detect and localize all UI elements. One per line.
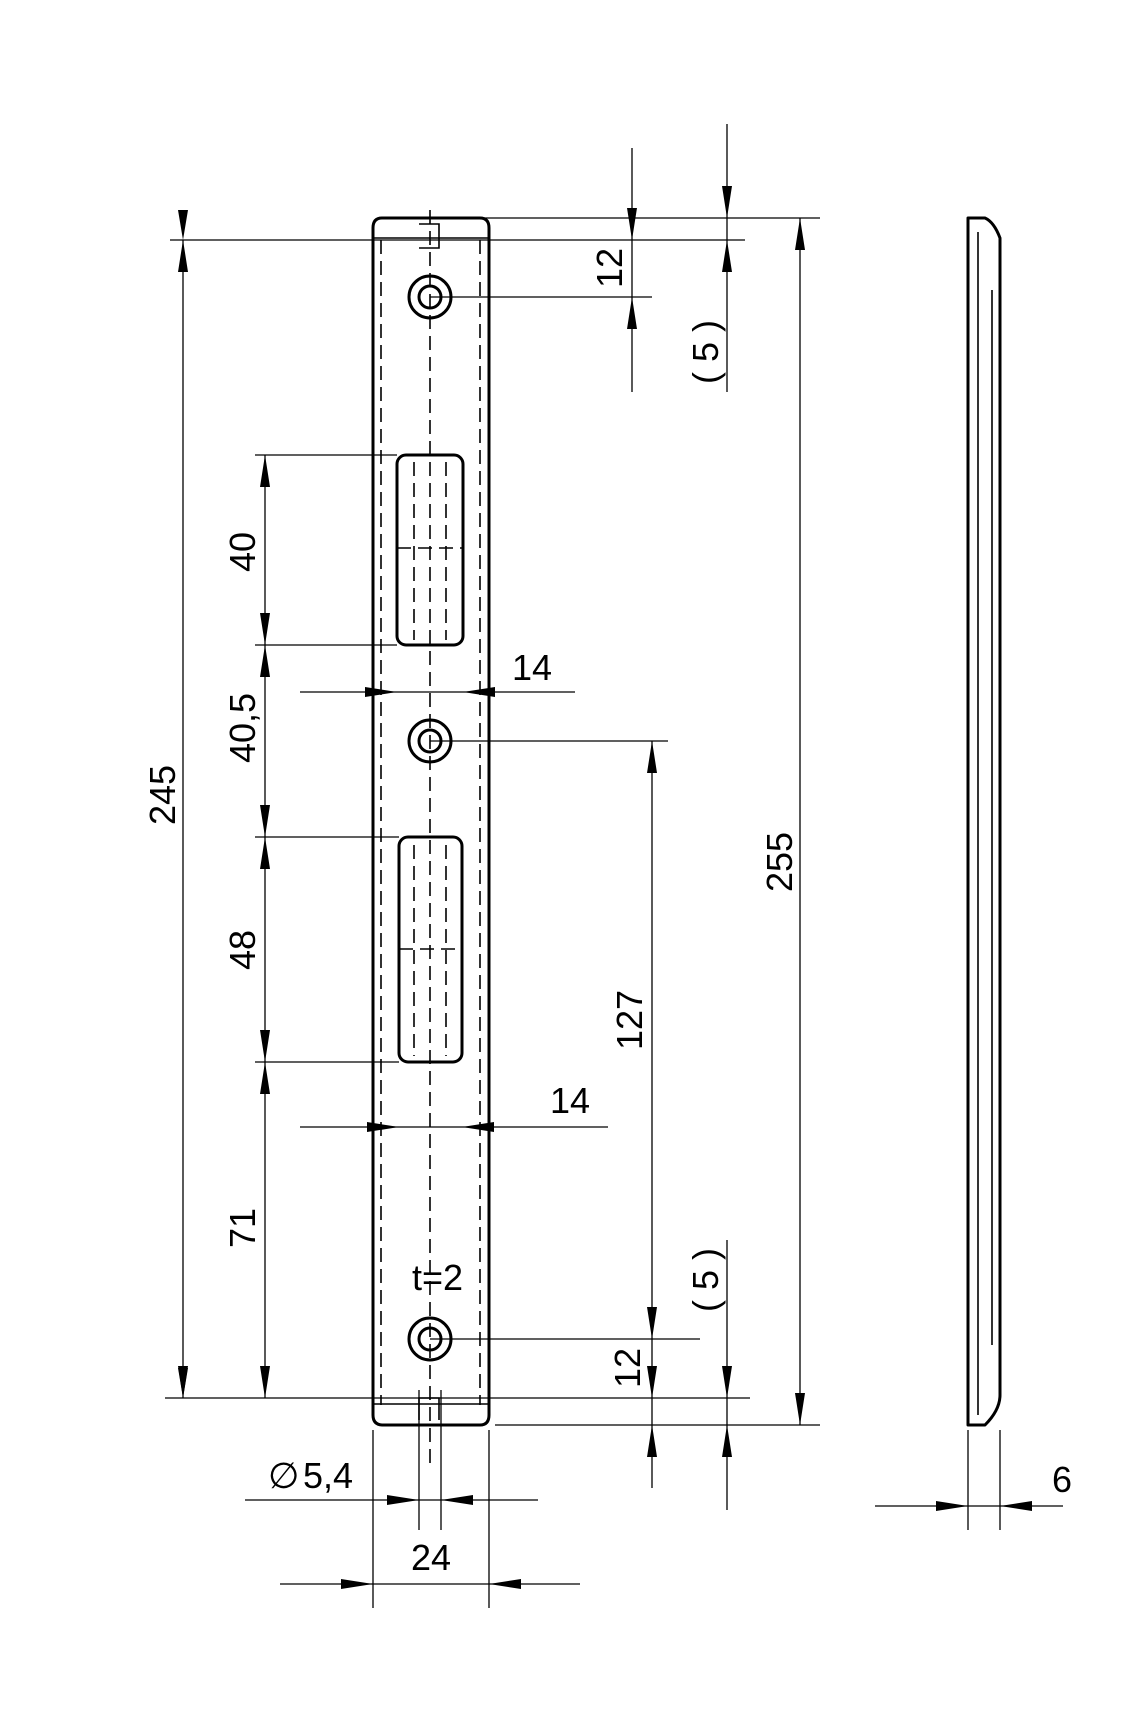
side-outline [966,216,1002,1427]
side-view-profile [966,216,1002,1427]
extension-lines [165,217,1001,1608]
front-view-plate [371,210,491,1470]
top-notch [419,223,440,249]
label-127: 127 [609,990,650,1050]
label-71: 71 [222,1208,263,1248]
label-245: 245 [142,765,183,825]
dimension-labels: 245 255 12 ( 5 ) 40 40,5 14 48 127 14 71… [142,248,1072,1578]
label-thickness: t=2 [412,1257,463,1298]
label-12-top: 12 [589,248,630,288]
label-255: 255 [759,832,800,892]
label-24: 24 [411,1537,451,1578]
label-14-upper: 14 [512,647,552,688]
label-6: 6 [1052,1459,1072,1500]
label-diameter: 5,4 [303,1455,353,1496]
arrowheads [178,186,1032,1589]
dimension-lines [178,124,1063,1585]
label-40-5: 40,5 [222,693,263,763]
plate-outline [371,216,491,1427]
label-5-top: ( 5 ) [685,320,726,384]
bottom-notch [418,1397,440,1420]
label-14-lower: 14 [550,1080,590,1121]
upper-slot [395,453,465,647]
label-40: 40 [222,532,263,572]
label-12-bottom: 12 [607,1348,648,1388]
label-48: 48 [222,930,263,970]
diameter-symbol-icon: ∅ [268,1455,299,1496]
label-5-bottom: ( 5 ) [685,1248,726,1312]
